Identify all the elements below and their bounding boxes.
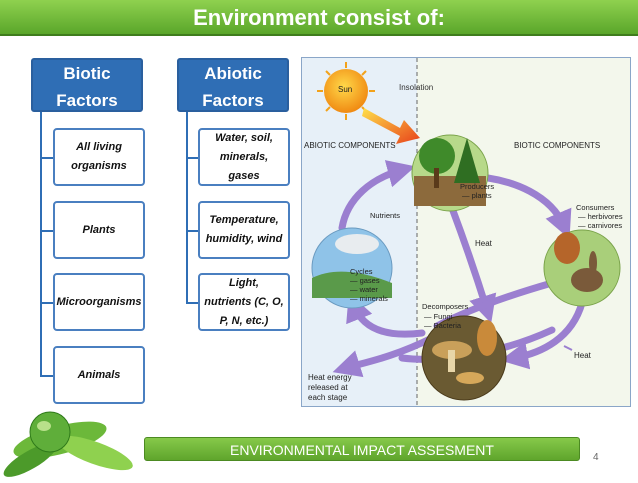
sun-label: Sun	[338, 85, 352, 94]
ecosystem-figure: Sun Insolation ABIOTIC COMPONENTS BIOTIC…	[301, 57, 631, 407]
decomposers-illustration	[421, 315, 507, 401]
heat-bottom-label: Heat	[574, 351, 592, 360]
nutrients-label: Nutrients	[370, 211, 400, 220]
biotic-connector-line	[40, 112, 42, 376]
heat-energy-label-line2: released at	[308, 383, 348, 392]
slide-title: Environment consist of:	[0, 0, 638, 36]
producers-label: Producers	[460, 182, 494, 191]
cycles-sub-water: — water	[350, 285, 378, 294]
abiotic-header: Abiotic Factors	[177, 58, 289, 112]
heat-label: Heat	[475, 239, 493, 248]
heat-tick-arrow	[563, 345, 573, 351]
heat-release-arrow	[332, 334, 436, 378]
abiotic-connector-branch	[186, 302, 198, 304]
biotic-header-line2: Factors	[56, 91, 118, 110]
biotic-connector-branch	[40, 230, 53, 232]
biotic-item: All living organisms	[53, 128, 145, 186]
footer-banner: ENVIRONMENTAL IMPACT ASSESMENT	[144, 437, 580, 461]
cycles-label: Cycles	[350, 267, 373, 276]
heat-energy-label-line3: each stage	[308, 393, 348, 402]
insolation-arrow	[362, 108, 420, 144]
decomposers-sub-bacteria: — Bacteria	[424, 321, 462, 330]
producers-to-decomposers-arrow	[448, 204, 497, 324]
cycles-illustration	[311, 227, 393, 309]
consumers-label: Consumers	[576, 203, 615, 212]
abiotic-header-line1: Abiotic	[204, 64, 262, 83]
consumers-sub-herbivores: — herbivores	[578, 212, 623, 221]
abiotic-connector-branch	[186, 157, 198, 159]
abiotic-connector-branch	[186, 230, 198, 232]
cycles-sub-minerals: — minerals	[350, 294, 388, 303]
consumers-illustration	[543, 229, 621, 307]
leaf-globe-icon	[3, 411, 133, 477]
abiotic-connector-line	[186, 112, 188, 303]
leaf-globe-decoration	[0, 398, 150, 483]
biotic-connector-branch	[40, 375, 53, 377]
page-number: 4	[593, 452, 599, 463]
producers-illustration	[411, 134, 489, 212]
consumers-sub-carnivores: — carnivores	[578, 221, 622, 230]
biotic-connector-branch	[40, 157, 53, 159]
insolation-label: Insolation	[399, 83, 433, 92]
abiotic-item: Light, nutrients (C, O, P, N, etc.)	[198, 273, 290, 331]
decomposers-sub-fungi: — Fungi	[424, 312, 453, 321]
decomposers-to-cycles-arrow	[346, 293, 426, 338]
biotic-header: Biotic Factors	[31, 58, 143, 112]
ecosystem-illustration: Sun Insolation ABIOTIC COMPONENTS BIOTIC…	[302, 58, 630, 406]
abiotic-header-line2: Factors	[202, 91, 264, 110]
abiotic-item: Water, soil, minerals, gases	[198, 128, 290, 186]
cycles-sub-gases: — gases	[350, 276, 380, 285]
producers-sub-label: — plants	[462, 191, 492, 200]
decomposers-label: Decomposers	[422, 302, 469, 311]
consumers-to-decomposers-arrow	[500, 299, 586, 370]
cycles-to-producers-arrow	[338, 160, 416, 232]
biotic-header-line1: Biotic	[63, 64, 111, 83]
abiotic-item: Temperature, humidity, wind	[198, 201, 290, 259]
heat-energy-label-line1: Heat energy	[308, 373, 352, 382]
biotic-item: Plants	[53, 201, 145, 259]
biotic-components-label: BIOTIC COMPONENTS	[514, 141, 600, 150]
biotic-item: Microorganisms	[53, 273, 145, 331]
abiotic-components-label: ABIOTIC COMPONENTS	[304, 141, 396, 150]
biotic-item: Animals	[53, 346, 145, 404]
biotic-connector-branch	[40, 302, 53, 304]
